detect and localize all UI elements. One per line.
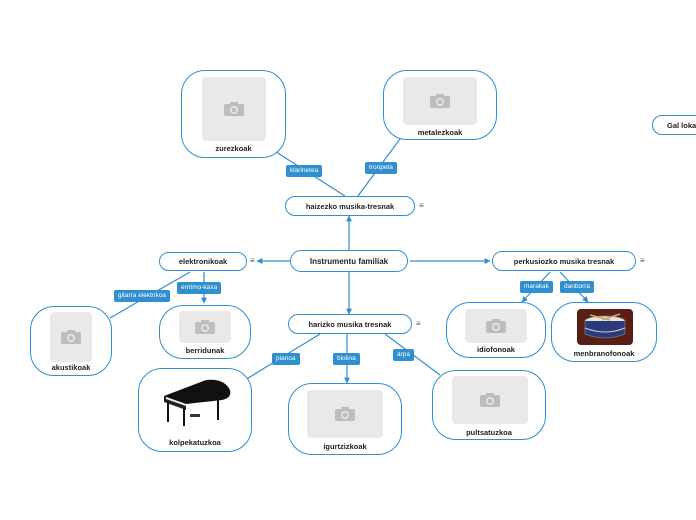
drum-image: [577, 309, 633, 345]
tag-marakak[interactable]: marakak: [520, 281, 553, 293]
branch-label: harizko musika tresnak: [308, 319, 392, 329]
card-caption: akustikoak: [51, 363, 91, 372]
card-pultsatuzkoa[interactable]: pultsatuzkoa: [432, 370, 546, 440]
branch-harizko[interactable]: harizko musika tresnak: [288, 314, 412, 334]
tag-tronpeta[interactable]: tronpeta: [365, 162, 397, 174]
card-metalezkoak[interactable]: metalezkoak: [383, 70, 497, 140]
card-kolpekatuzkoa[interactable]: kolpekatuzkoa: [138, 368, 252, 452]
image-placeholder: [452, 376, 528, 424]
menu-icon[interactable]: ≡: [640, 256, 645, 265]
root-label: Instrumentu familiak: [309, 256, 389, 266]
card-akustikoak[interactable]: akustikoak: [30, 306, 112, 376]
branch-label: perkusiozko musika tresnak: [513, 256, 615, 266]
branch-label: elektronikoak: [178, 257, 228, 266]
floating-node[interactable]: Gal loka: [652, 115, 696, 135]
camera-icon: [480, 393, 500, 407]
card-caption: kolpekatuzkoa: [169, 438, 221, 447]
piano-icon: [164, 379, 231, 426]
tag-erritmo-kaxa[interactable]: erritmo-kaxa: [177, 282, 222, 294]
menu-icon[interactable]: ≡: [250, 256, 255, 265]
card-igurtzizkoak[interactable]: igurtzizkoak: [288, 383, 402, 455]
tag-danborra[interactable]: danborra: [560, 281, 595, 293]
branch-perkusio[interactable]: perkusiozko musika tresnak: [492, 251, 636, 271]
branch-elektronikoak[interactable]: elektronikoak: [159, 252, 247, 271]
card-caption: menbranofonoak: [573, 349, 635, 358]
card-caption: metalezkoak: [417, 128, 463, 137]
card-idiofonoak[interactable]: idiofonoak: [446, 302, 546, 358]
camera-icon: [224, 102, 244, 116]
image-placeholder: [465, 309, 527, 343]
tag-pianoa[interactable]: pianoa: [272, 353, 300, 365]
card-zurezkoak[interactable]: zurezkoak: [181, 70, 286, 158]
camera-icon: [195, 320, 215, 334]
image-placeholder: [403, 77, 477, 125]
card-caption: zurezkoak: [215, 144, 252, 153]
menu-icon[interactable]: ≡: [416, 319, 421, 328]
card-caption: igurtzizkoak: [323, 442, 367, 451]
image-placeholder: [202, 77, 266, 141]
image-placeholder: [50, 312, 92, 362]
tag-biolina[interactable]: biolina: [333, 353, 360, 365]
card-caption: berridunak: [185, 346, 225, 355]
image-placeholder: [307, 390, 383, 438]
menu-icon[interactable]: ≡: [419, 201, 424, 210]
camera-icon: [486, 319, 506, 333]
drum-icon: [584, 313, 626, 339]
camera-icon: [430, 94, 450, 108]
card-berridunak[interactable]: berridunak: [159, 305, 251, 359]
branch-label: haizezko musika-tresnak: [305, 201, 395, 211]
branch-haizezko[interactable]: haizezko musika-tresnak: [285, 196, 415, 216]
card-caption: pultsatuzkoa: [466, 428, 512, 437]
card-caption: idiofonoak: [477, 345, 515, 354]
camera-icon: [61, 330, 81, 344]
piano-image: [155, 373, 237, 431]
floating-node-label: Gal loka: [667, 120, 696, 130]
tag-gitarra-elektrikoa[interactable]: gitarra elektrikoa: [114, 290, 171, 302]
tag-arpa[interactable]: arpa: [393, 349, 415, 361]
camera-icon: [335, 407, 355, 421]
image-placeholder: [179, 311, 231, 343]
root-node[interactable]: Instrumentu familiak: [290, 250, 408, 272]
tag-klarinetea[interactable]: klarinetea: [286, 165, 323, 177]
card-menbranofonoak[interactable]: menbranofonoak: [551, 302, 657, 362]
